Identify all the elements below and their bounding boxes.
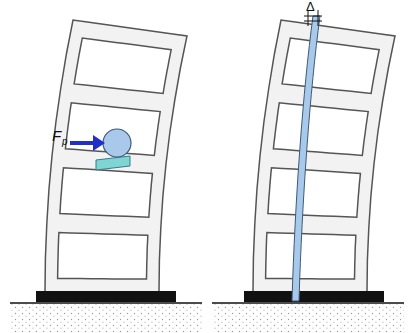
dimension-line [304, 16, 322, 17]
frame-opening [268, 168, 361, 218]
frame-opening [282, 38, 379, 94]
frame-opening [273, 103, 368, 156]
foundation [244, 291, 384, 302]
dimension-line [304, 21, 322, 22]
equipment-pad [96, 156, 130, 170]
ground-line [212, 302, 404, 304]
frame-opening [74, 38, 171, 94]
soil [212, 303, 404, 333]
building-frame [253, 20, 395, 292]
foundation [36, 291, 176, 302]
force-arrow [70, 141, 95, 145]
buildings [45, 20, 395, 292]
frame-opening [266, 233, 356, 280]
building-frame [45, 20, 187, 292]
force-symbol: F [52, 128, 61, 143]
frame-opening [60, 168, 152, 218]
frame-opening [58, 233, 148, 280]
pipe [292, 16, 320, 301]
drift-symbol: Δ [306, 0, 315, 13]
ground-line [10, 302, 202, 304]
equipment [103, 129, 131, 157]
force-subscript: p [62, 137, 68, 147]
soil [10, 303, 202, 333]
force-arrowhead [93, 135, 105, 151]
dimension-tick [318, 10, 319, 26]
